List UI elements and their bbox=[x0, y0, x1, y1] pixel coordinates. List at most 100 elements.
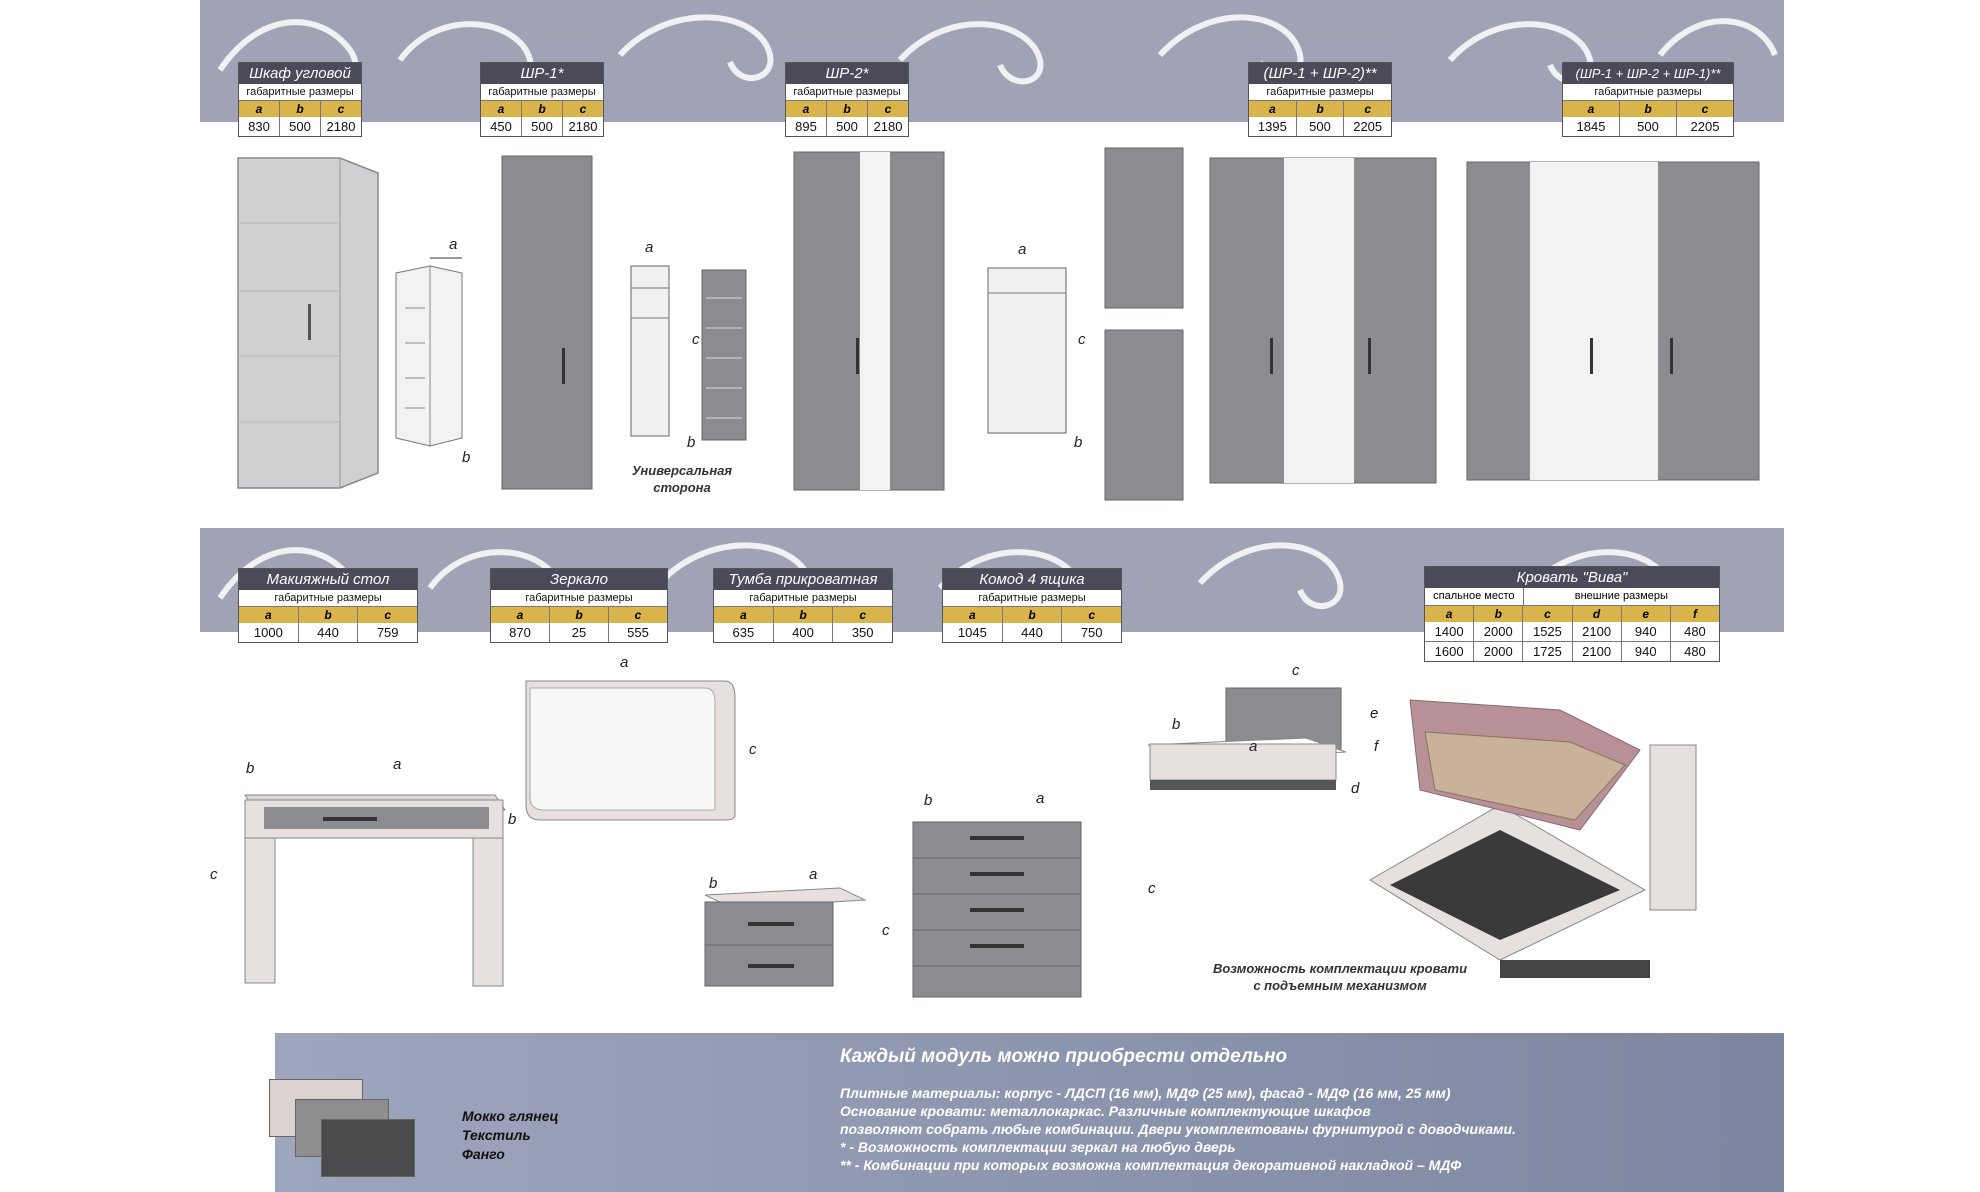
value-a: 1395 bbox=[1249, 117, 1297, 136]
value-a: 1845 bbox=[1563, 117, 1620, 136]
table-cell: 940 bbox=[1621, 622, 1671, 641]
note-line: Возможность комплектации кровати bbox=[1212, 961, 1468, 976]
spec-title: Шкаф угловой bbox=[239, 63, 361, 84]
dim-label-d: d bbox=[1351, 780, 1360, 797]
shr1-shr2-image bbox=[1209, 157, 1437, 484]
head-a: a bbox=[491, 607, 550, 623]
spec-title: ШР-1* bbox=[481, 63, 603, 84]
shr1-image bbox=[501, 155, 593, 490]
dim-label-c: c bbox=[1292, 662, 1300, 679]
value-b: 500 bbox=[522, 117, 563, 136]
value-a: 895 bbox=[786, 117, 827, 136]
dim-label-a: a bbox=[1036, 790, 1045, 807]
spec-title: Кровать "Вива" bbox=[1425, 567, 1719, 588]
table-cell: 480 bbox=[1670, 622, 1720, 641]
bed-lift-note: Возможность комплектации кровати с подъе… bbox=[1200, 960, 1480, 994]
dim-label-e: e bbox=[1370, 705, 1379, 722]
dim-label-b: b bbox=[924, 792, 933, 809]
value-b: 440 bbox=[1002, 623, 1063, 642]
head-b: b bbox=[773, 607, 834, 623]
head-d: d bbox=[1572, 606, 1622, 622]
dim-label-c: c bbox=[749, 741, 757, 758]
dim-label-f: f bbox=[1374, 738, 1379, 755]
value-a: 635 bbox=[714, 623, 774, 642]
footer-panel: Каждый модуль можно приобрести отдельно … bbox=[269, 1033, 1784, 1192]
dim-label-b: b bbox=[246, 760, 255, 777]
table-cell: 2100 bbox=[1572, 642, 1622, 661]
table-cell: 2000 bbox=[1474, 622, 1524, 641]
value-b: 500 bbox=[1620, 117, 1677, 136]
spec-subtitle: габаритные размеры bbox=[1563, 84, 1733, 101]
spec-subtitle: габаритные размеры bbox=[239, 84, 361, 101]
value-c: 750 bbox=[1062, 623, 1122, 642]
table-cell: 1725 bbox=[1523, 642, 1573, 661]
value-b: 500 bbox=[827, 117, 868, 136]
top-ornament-band bbox=[200, 0, 1784, 122]
value-c: 759 bbox=[358, 623, 418, 642]
value-c: 2180 bbox=[321, 117, 361, 136]
bed-with-lift-image bbox=[1369, 699, 1697, 978]
spec-subtitle: габаритные размеры bbox=[481, 84, 603, 101]
shr2-image bbox=[793, 151, 945, 491]
head-c: c bbox=[833, 607, 893, 623]
swatch-label: Мокко глянец bbox=[462, 1108, 559, 1124]
mirror-image bbox=[525, 680, 736, 821]
head-c: c bbox=[358, 607, 418, 623]
spec-subtitle: габаритные размеры bbox=[714, 590, 892, 607]
head-c: c bbox=[321, 101, 361, 117]
head-b: b bbox=[550, 607, 609, 623]
dresser-image bbox=[912, 821, 1082, 998]
spec-table-bed: Кровать "Вива" спальное место внешние ра… bbox=[1424, 566, 1720, 662]
value-a: 830 bbox=[239, 117, 280, 136]
value-c: 2180 bbox=[868, 117, 908, 136]
head-c: c bbox=[1344, 101, 1392, 117]
footer-line: ** - Комбинации при которых возможна ком… bbox=[840, 1157, 1462, 1173]
table-cell: 1600 bbox=[1425, 642, 1475, 661]
value-a: 870 bbox=[491, 623, 550, 642]
dim-label-b: b bbox=[462, 449, 471, 466]
spec-group-sleep: спальное место bbox=[1425, 588, 1524, 605]
note-line: Универсальная bbox=[631, 463, 733, 478]
dim-label-a: a bbox=[393, 756, 402, 773]
value-c: 350 bbox=[833, 623, 893, 642]
value-c: 2180 bbox=[563, 117, 603, 136]
vanity-table-image bbox=[244, 794, 506, 987]
bed-scheme bbox=[1147, 687, 1347, 790]
dim-label-a: a bbox=[809, 866, 818, 883]
head-a: a bbox=[714, 607, 774, 623]
note-line: сторона bbox=[653, 480, 711, 495]
dim-label-c: c bbox=[1148, 880, 1156, 897]
head-a: a bbox=[943, 607, 1003, 623]
head-a: a bbox=[239, 607, 299, 623]
spec-subtitle: габаритные размеры bbox=[943, 590, 1121, 607]
table-cell: 2000 bbox=[1474, 642, 1524, 661]
head-c: c bbox=[868, 101, 908, 117]
shr1-shr2-shr1-image bbox=[1466, 161, 1760, 481]
corner-wardrobe-image bbox=[237, 157, 379, 489]
dim-label-a: a bbox=[449, 236, 458, 253]
table-cell: 1525 bbox=[1523, 622, 1573, 641]
head-a: a bbox=[1563, 101, 1620, 117]
spec-group-outer: внешние размеры bbox=[1523, 588, 1719, 605]
head-a: a bbox=[481, 101, 522, 117]
head-b: b bbox=[280, 101, 321, 117]
color-swatch-fango bbox=[321, 1119, 415, 1177]
universal-side-note: Универсальная сторона bbox=[612, 462, 752, 496]
dim-label-c: c bbox=[210, 866, 218, 883]
footer-line: Плитные материалы: корпус - ЛДСП (16 мм)… bbox=[840, 1085, 1451, 1101]
head-b: b bbox=[1296, 101, 1345, 117]
dim-label-c: c bbox=[1078, 331, 1086, 348]
head-c: c bbox=[609, 607, 667, 623]
head-b: b bbox=[1002, 607, 1063, 623]
modules-illustration bbox=[244, 680, 1697, 998]
spec-subtitle: габаритные размеры bbox=[491, 590, 667, 607]
spec-title: Комод 4 ящика bbox=[943, 569, 1121, 590]
value-a: 1045 bbox=[943, 623, 1003, 642]
head-c: c bbox=[1523, 606, 1573, 622]
